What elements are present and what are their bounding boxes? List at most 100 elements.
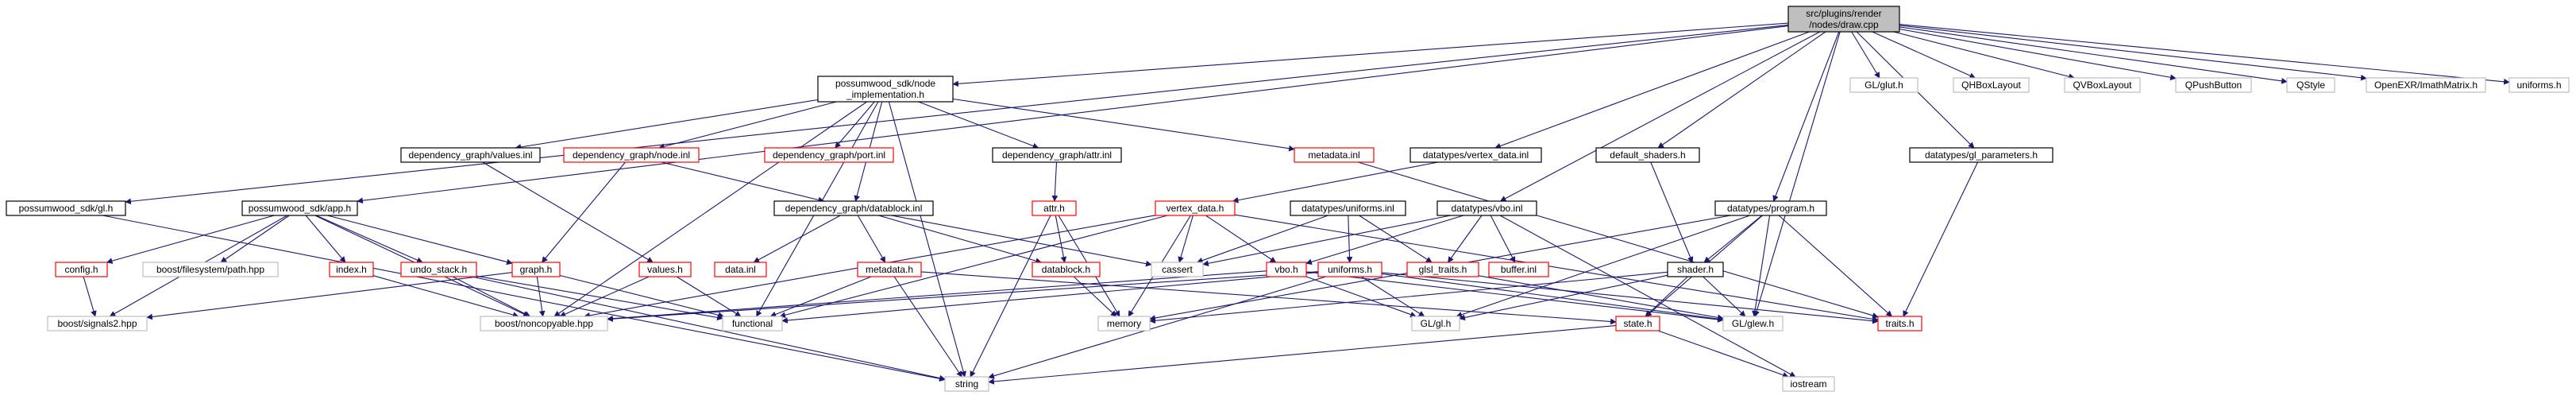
node-config-h[interactable]: config.h xyxy=(55,262,108,277)
node-attr-h[interactable]: attr.h xyxy=(1032,200,1077,216)
node-vbo-h[interactable]: vbo.h xyxy=(1266,262,1307,277)
node-metadata-inl[interactable]: metadata.inl xyxy=(1294,147,1375,163)
edge-dt-vertex-data-inl-to-vertex-data-h xyxy=(1232,161,1439,204)
node-boost-noncopyable[interactable]: boost/noncopyable.hpp xyxy=(480,316,608,332)
edge-dt-vbo-inl-to-glsl-traits-h xyxy=(1448,215,1483,263)
node-gl-glew-h[interactable]: GL/glew.h xyxy=(1722,316,1784,332)
node-label: datatypes/vbo.inl xyxy=(1451,203,1522,214)
edge-state-h-to-iostream xyxy=(1657,330,1789,378)
node-boost-signals2[interactable]: boost/signals2.hpp xyxy=(47,316,148,332)
node-string[interactable]: string xyxy=(944,376,989,392)
node-label: GL/glew.h xyxy=(1732,318,1774,329)
node-imath[interactable]: OpenEXR/ImathMatrix.h xyxy=(2366,77,2486,93)
node-gl-parameters-h[interactable]: datatypes/gl_parameters.h xyxy=(1909,147,2053,163)
node-box xyxy=(764,147,894,163)
node-box xyxy=(992,147,1122,163)
node-box xyxy=(1151,262,1204,277)
node-box xyxy=(1317,262,1382,277)
edge-values-h-to-functional xyxy=(676,276,742,317)
node-label: vertex_data.h xyxy=(1167,203,1224,214)
edge-root-to-qhbox xyxy=(1872,31,1976,79)
node-data-inl[interactable]: data.inl xyxy=(714,262,767,277)
edge-dg-node-inl-to-graph-h xyxy=(542,161,626,263)
node-label-line: boost/filesystem/path.hpp xyxy=(156,264,264,275)
node-label: src/plugins/render/nodes/draw.cpp xyxy=(1806,8,1881,30)
node-dt-uniforms-inl[interactable]: datatypes/uniforms.inl xyxy=(1290,200,1406,216)
node-datablock-h[interactable]: datablock.h xyxy=(1032,262,1101,277)
node-iostream[interactable]: iostream xyxy=(1782,376,1835,392)
edge-root-to-qpush xyxy=(1899,28,2177,81)
node-label-line: dependency_graph/values.inl xyxy=(408,149,532,161)
node-qvbox[interactable]: QVBoxLayout xyxy=(2064,77,2141,93)
node-label-line: possumwood_sdk/gl.h xyxy=(19,203,114,214)
edges-layer xyxy=(83,22,2510,385)
node-label: uniforms.h xyxy=(2516,79,2561,91)
node-vertex-data-h[interactable]: vertex_data.h xyxy=(1155,200,1236,216)
node-dt-program-h[interactable]: datatypes/program.h xyxy=(1714,200,1827,216)
node-dt-vertex-data-inl[interactable]: datatypes/vertex_data.inl xyxy=(1409,147,1542,163)
node-box xyxy=(1714,200,1827,216)
node-uniforms-h-top[interactable]: uniforms.h xyxy=(2509,77,2570,93)
node-glut-h[interactable]: GL/glut.h xyxy=(1849,77,1919,93)
node-boost-fs[interactable]: boost/filesystem/path.hpp xyxy=(142,262,279,277)
node-box xyxy=(511,262,561,277)
node-uniforms-h[interactable]: uniforms.h xyxy=(1317,262,1382,277)
node-shader-h[interactable]: shader.h xyxy=(1667,262,1724,277)
edge-metadata-inl-to-traits-h xyxy=(1358,161,1879,319)
edge-metadata-h-to-functional xyxy=(769,276,872,318)
node-qstyle[interactable]: QStyle xyxy=(2286,77,2335,93)
edge-app-h-to-graph-h xyxy=(327,215,513,266)
node-label: metadata.h xyxy=(866,264,913,275)
edge-vertex-data-h-to-functional xyxy=(779,215,1168,318)
node-box xyxy=(638,262,692,277)
node-gl-h[interactable]: possumwood_sdk/gl.h xyxy=(6,200,126,216)
node-index-h[interactable]: index.h xyxy=(329,262,374,277)
node-label-line: vbo.h xyxy=(1275,264,1298,275)
node-functional[interactable]: functional xyxy=(722,316,783,332)
edge-dg-datablock-inl-to-cassert xyxy=(891,215,1152,267)
node-traits-h[interactable]: traits.h xyxy=(1877,316,1922,332)
node-label-line: datatypes/program.h xyxy=(1727,203,1814,214)
node-graph-h[interactable]: graph.h xyxy=(511,262,561,277)
edge-dt-uniforms-inl-to-uniforms-h xyxy=(1346,215,1353,263)
edge-root-to-gl-h xyxy=(125,24,1789,205)
node-dg-attr-inl[interactable]: dependency_graph/attr.inl xyxy=(992,147,1122,163)
node-box xyxy=(1615,316,1660,332)
node-label: metadata.inl xyxy=(1308,149,1359,161)
node-root[interactable]: src/plugins/render/nodes/draw.cpp xyxy=(1787,6,1900,33)
node-box xyxy=(1097,316,1151,332)
node-dg-values-inl[interactable]: dependency_graph/values.inl xyxy=(400,147,541,163)
node-metadata-h[interactable]: metadata.h xyxy=(857,262,922,277)
node-buffer-inl[interactable]: buffer.inl xyxy=(1488,262,1549,277)
node-qhbox[interactable]: QHBoxLayout xyxy=(1953,77,2030,93)
node-node-impl[interactable]: possumwood_sdk/node_implementation.h xyxy=(817,76,954,103)
node-dt-vbo-inl[interactable]: datatypes/vbo.inl xyxy=(1436,200,1537,216)
node-label: datatypes/vertex_data.inl xyxy=(1423,149,1529,161)
node-undo-stack-h[interactable]: undo_stack.h xyxy=(400,262,477,277)
node-box xyxy=(1032,262,1101,277)
edge-graph-h-to-boost-noncopyable xyxy=(536,276,546,317)
node-memory[interactable]: memory xyxy=(1097,316,1151,332)
node-dg-port-inl[interactable]: dependency_graph/port.inl xyxy=(764,147,894,163)
node-default-shaders-h[interactable]: default_shaders.h xyxy=(1595,147,1700,163)
node-gl-gl-h[interactable]: GL/gl.h xyxy=(1411,316,1460,332)
node-box xyxy=(142,262,279,277)
node-cassert[interactable]: cassert xyxy=(1151,262,1204,277)
node-box xyxy=(47,316,148,332)
node-values-h[interactable]: values.h xyxy=(638,262,692,277)
node-app-h[interactable]: possumwood_sdk/app.h xyxy=(241,200,358,216)
node-box xyxy=(241,200,358,216)
edge-node-impl-to-dg-node-inl xyxy=(657,101,837,149)
edge-app-h-to-config-h xyxy=(106,215,275,264)
node-label: memory xyxy=(1107,318,1141,329)
edge-dt-uniforms-inl-to-cassert xyxy=(1196,215,1328,264)
node-dg-node-inl[interactable]: dependency_graph/node.inl xyxy=(563,147,700,163)
node-state-h[interactable]: state.h xyxy=(1615,316,1660,332)
node-dg-datablock-inl[interactable]: dependency_graph/datablock.inl xyxy=(773,200,934,216)
node-label-line: buffer.inl xyxy=(1501,264,1537,275)
node-box xyxy=(1411,316,1460,332)
node-qpush[interactable]: QPushButton xyxy=(2175,77,2252,93)
node-box xyxy=(1909,147,2053,163)
node-label: possumwood_sdk/node_implementation.h xyxy=(835,78,935,100)
node-glsl-traits-h[interactable]: glsl_traits.h xyxy=(1406,262,1479,277)
